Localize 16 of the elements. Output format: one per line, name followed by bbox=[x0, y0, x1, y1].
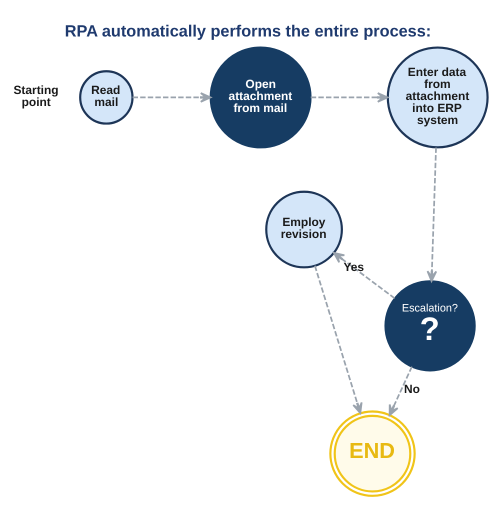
node-circle: Open attachment from mail bbox=[210, 46, 312, 148]
arrow bbox=[310, 92, 388, 102]
node-circle: END bbox=[329, 410, 416, 496]
arrow bbox=[388, 366, 413, 416]
node-circle: Escalation? ? bbox=[384, 280, 476, 371]
node-circle: Employ revision bbox=[265, 190, 343, 268]
node-label: Starting point bbox=[13, 82, 59, 108]
diagram-title: RPA automatically performs the entire process: bbox=[64, 22, 432, 40]
arrow bbox=[333, 252, 396, 298]
edge-label: No bbox=[404, 381, 420, 396]
arrow bbox=[426, 147, 438, 282]
arrow bbox=[132, 92, 212, 102]
edge-label: Yes bbox=[343, 259, 364, 274]
node-circle: Enter data from attachment into ERP system bbox=[386, 46, 489, 148]
node-circle: Read mail bbox=[79, 70, 134, 124]
arrow bbox=[314, 265, 363, 414]
